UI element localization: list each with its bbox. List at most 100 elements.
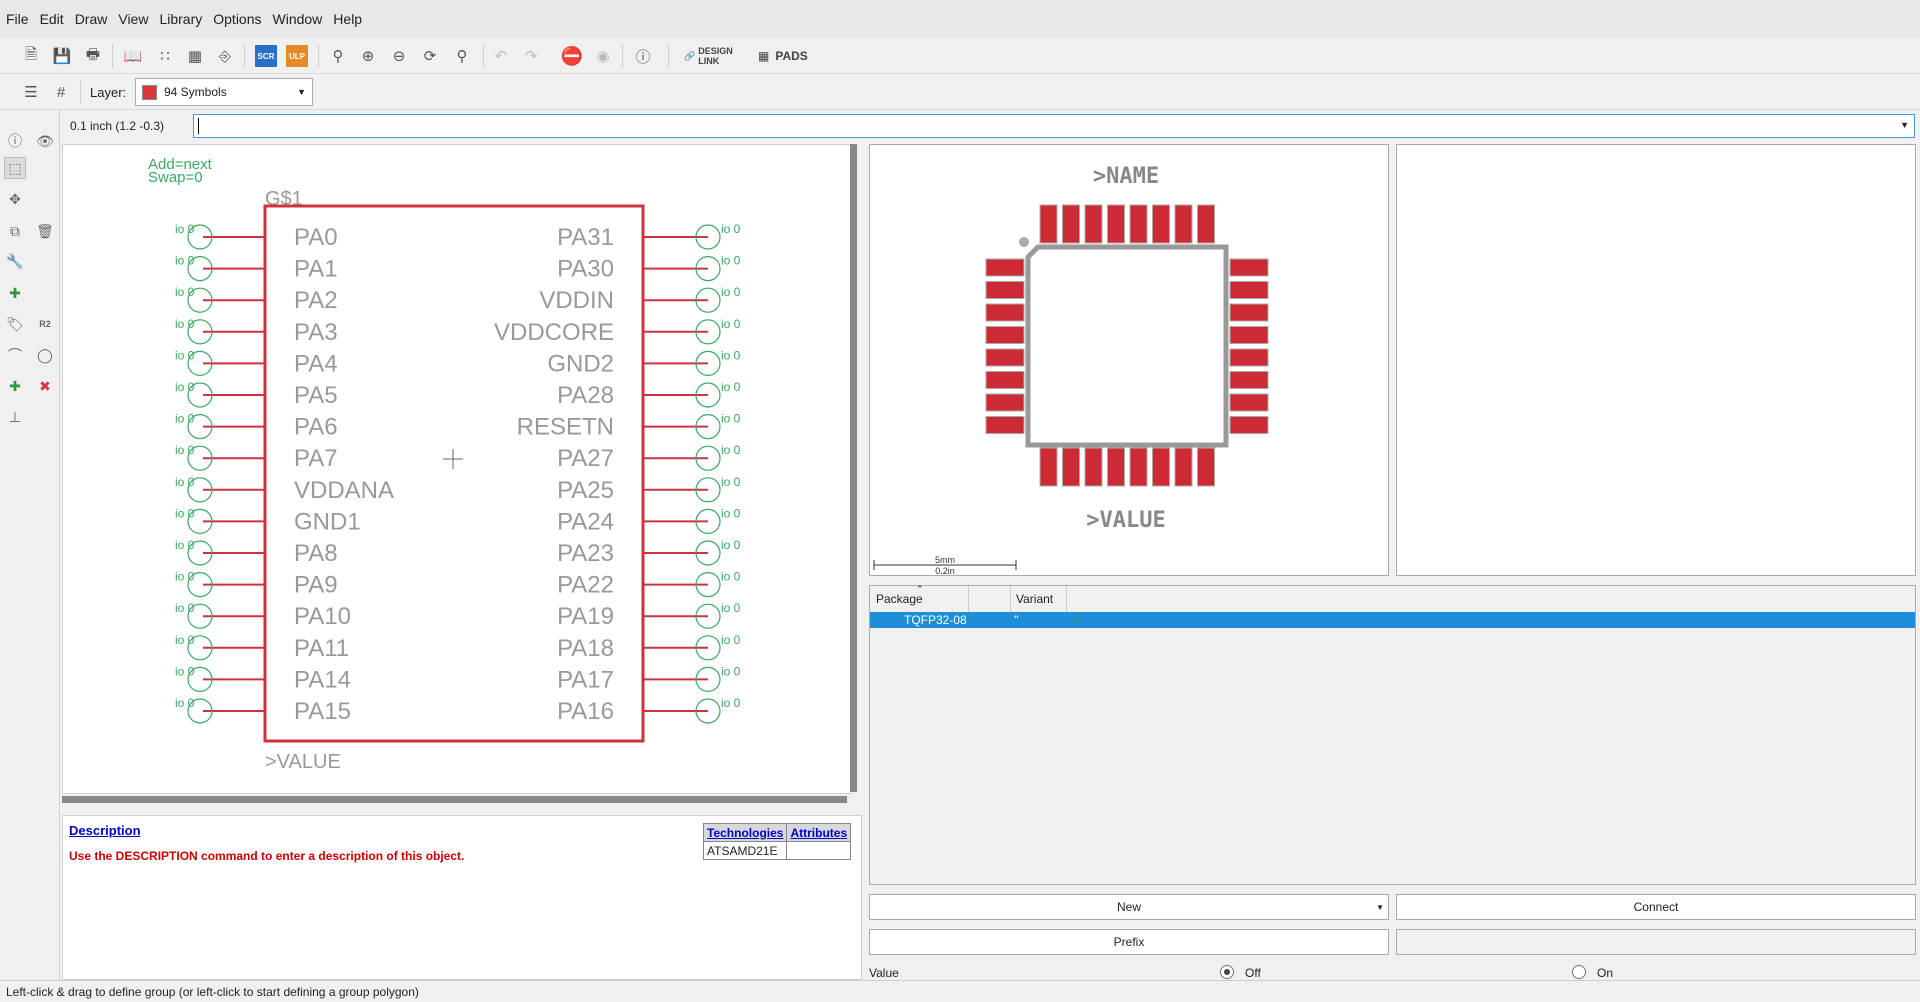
pin-name: PA27: [557, 445, 614, 472]
package-name-text: >NAME: [1093, 164, 1159, 189]
attribute-remove-icon[interactable]: ✖: [39, 377, 51, 394]
pin-name: PA23: [557, 540, 614, 567]
redo-icon[interactable]: ↷: [524, 48, 538, 65]
attribute-add-icon[interactable]: ✚: [9, 377, 21, 394]
canvas-vertical-scrollbar[interactable]: [850, 144, 857, 792]
package-list: Package ⌃ Variant TQFP32-08 '' ✓: [869, 584, 1916, 885]
table-row[interactable]: TQFP32-08 '' ✓: [870, 612, 1915, 628]
info-icon[interactable]: ⓘ: [8, 133, 22, 149]
delete-icon[interactable]: 🗑: [36, 222, 54, 239]
copy-icon[interactable]: ⧉: [10, 222, 20, 239]
chevron-down-icon[interactable]: ▼: [1900, 120, 1909, 130]
menu-view[interactable]: View: [118, 11, 149, 27]
save-icon[interactable]: 💾: [52, 48, 72, 65]
pin-direction-label: io 0: [175, 285, 195, 299]
command-bar: 0.1 inch (1.2 -0.3) ▼: [62, 110, 1920, 142]
menu-window[interactable]: Window: [272, 11, 323, 27]
symbol-body: [263, 204, 645, 743]
pin-name: PA5: [294, 382, 338, 409]
dimension-icon[interactable]: ⊥: [8, 408, 22, 425]
script-button[interactable]: SCR: [255, 45, 277, 67]
smd-pad: [1062, 447, 1080, 487]
command-input[interactable]: ▼: [193, 114, 1915, 138]
menu-file[interactable]: File: [6, 11, 29, 27]
value-off-radio[interactable]: [1220, 965, 1234, 979]
print-icon[interactable]: 🖶: [85, 45, 101, 63]
zoom-redraw-icon[interactable]: ⟳: [423, 48, 437, 65]
pin-name: PA19: [557, 603, 614, 630]
wire-icon[interactable]: ⌒: [8, 347, 22, 363]
layer-toolbar: ☰ # Layer: 94 Symbols ▼: [0, 74, 1920, 110]
add-text: Add=next: [148, 156, 213, 173]
menu-help[interactable]: Help: [333, 11, 363, 27]
design-link-button[interactable]: 🔗 DESIGN LINK: [684, 46, 733, 66]
stop-icon[interactable]: ⛔: [560, 45, 584, 66]
pin-connection-circle: [695, 350, 721, 376]
group-select-icon[interactable]: ⬚: [4, 157, 26, 179]
zoom-select-icon[interactable]: ⚲: [456, 48, 468, 65]
pin-direction-label: io 0: [175, 664, 195, 678]
prefix-field[interactable]: [1396, 929, 1916, 955]
pin-name: GND1: [294, 508, 361, 535]
menu-options[interactable]: Options: [213, 11, 262, 27]
menu-library[interactable]: Library: [159, 11, 203, 27]
description-link[interactable]: Description: [69, 823, 141, 838]
value-text: >VALUE: [265, 751, 341, 773]
pads-button[interactable]: ▦ PADS: [758, 49, 808, 63]
pin-direction-label: io 0: [721, 601, 741, 615]
zoom-in-icon[interactable]: ⊕: [361, 48, 375, 65]
pin-direction-label: io 0: [175, 570, 195, 584]
tag-icon[interactable]: 🏷: [6, 315, 24, 332]
menu-draw[interactable]: Draw: [74, 11, 108, 27]
undo-icon[interactable]: ↶: [494, 48, 508, 65]
pin-connection-circle: [187, 287, 213, 313]
new-button[interactable]: New ▼: [869, 894, 1389, 920]
canvas-horizontal-scrollbar[interactable]: [62, 796, 847, 803]
eye-icon[interactable]: 👁: [36, 132, 54, 149]
circle-dots-icon[interactable]: ◯: [37, 346, 53, 363]
new-file-icon[interactable]: 🗎: [24, 45, 38, 63]
help-icon[interactable]: ⓘ: [635, 48, 651, 66]
pin-name: PA2: [294, 287, 338, 314]
grid-icon[interactable]: #: [56, 83, 66, 101]
connect-button[interactable]: Connect: [1396, 894, 1916, 920]
layer-color-swatch: [142, 84, 157, 100]
connect-icon[interactable]: ⎆: [218, 47, 231, 65]
pin-name: PA16: [557, 698, 614, 725]
package-column-header[interactable]: Package: [876, 592, 923, 606]
name-icon[interactable]: R2: [39, 319, 51, 329]
pin-name: PA28: [557, 382, 614, 409]
variant-column-header[interactable]: Variant: [1016, 592, 1054, 606]
pin-connection-circle: [187, 540, 213, 566]
add-icon[interactable]: ✚: [9, 284, 21, 301]
move-icon[interactable]: ✥: [9, 190, 21, 207]
open-library-icon[interactable]: 📖: [123, 48, 143, 65]
layer-select[interactable]: 94 Symbols ▼: [135, 78, 313, 106]
pin1-marker: [1019, 237, 1029, 247]
attributes-link[interactable]: Attributes: [786, 823, 852, 842]
smd-pad: [985, 348, 1025, 367]
pin-name: PA15: [294, 698, 351, 725]
ulp-button[interactable]: ULP: [286, 45, 308, 67]
value-on-radio[interactable]: [1572, 965, 1586, 979]
pin-connection-circle: [187, 350, 213, 376]
prefix-button[interactable]: Prefix: [869, 929, 1389, 955]
go-icon[interactable]: ◉: [596, 48, 610, 65]
menu-edit[interactable]: Edit: [39, 11, 64, 27]
columns-icon[interactable]: ▦: [187, 48, 203, 65]
wrench-icon[interactable]: 🔧: [6, 252, 24, 269]
value-on-label: On: [1597, 966, 1614, 980]
zoom-fit-icon[interactable]: ⚲: [332, 48, 344, 65]
technologies-link[interactable]: Technologies: [702, 823, 788, 842]
smd-pad: [1229, 303, 1269, 322]
pin-direction-label: io 0: [721, 696, 741, 710]
smd-pad: [1152, 447, 1170, 487]
zoom-out-icon[interactable]: ⊖: [392, 48, 406, 65]
pin-direction-label: io 0: [175, 633, 195, 647]
link-icon: 🔗: [684, 50, 696, 61]
pin-connection-circle: [187, 414, 213, 440]
layer-settings-icon[interactable]: ☰: [24, 84, 38, 101]
grid-dropdown-icon[interactable]: ∷: [160, 48, 170, 65]
